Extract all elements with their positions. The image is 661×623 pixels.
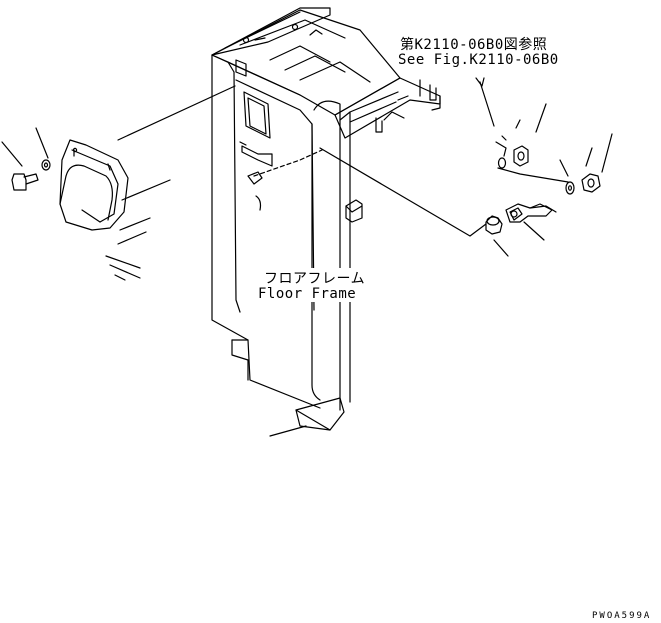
cushion-pad: [59, 139, 129, 231]
left-washer: [41, 159, 51, 171]
upper-washer: [495, 135, 507, 169]
right-washer: [565, 181, 575, 195]
right-bracket-assy: [505, 203, 557, 223]
reference-label-en: See Fig.K2110-06B0: [398, 52, 559, 68]
left-bolt: [11, 173, 39, 191]
upper-nut: [513, 145, 529, 167]
right-nut: [581, 173, 601, 193]
part-label-en: Floor Frame: [256, 286, 359, 302]
drawing-code: PWOA599A: [592, 611, 652, 621]
part-label-jp: フロアフレーム: [262, 268, 368, 288]
floor-frame: [105, 7, 441, 437]
reference-label-jp: 第K2110-06B0図参照: [400, 37, 548, 53]
right-stopper: [485, 215, 503, 235]
